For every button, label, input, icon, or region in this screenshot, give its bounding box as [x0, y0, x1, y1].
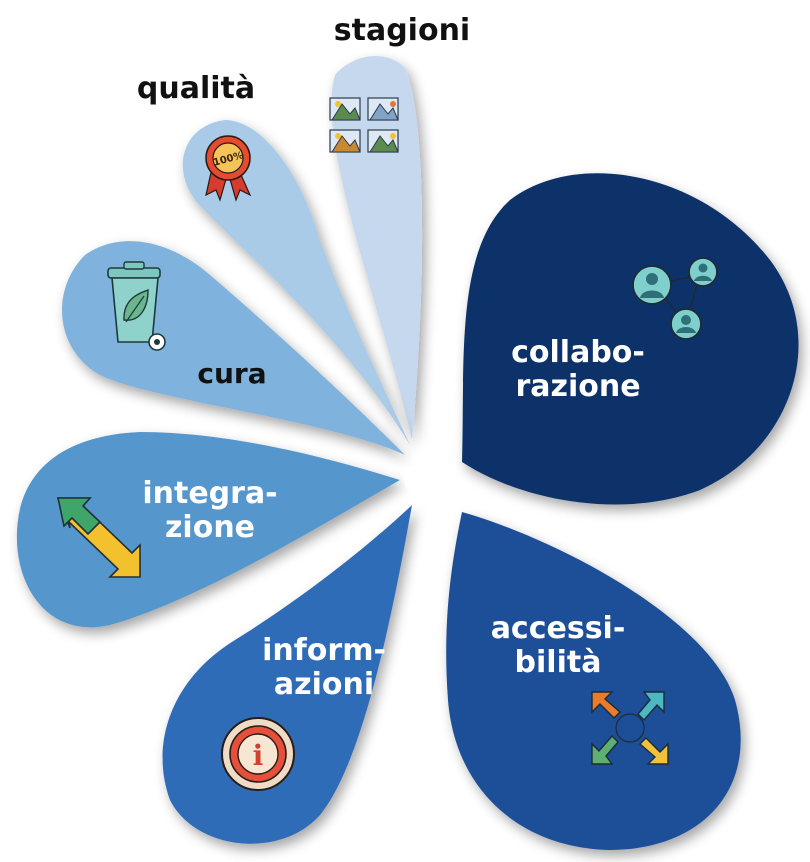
label-cura: cura: [197, 357, 266, 390]
label-qualita: qualità: [137, 71, 255, 106]
center-hub: [404, 464, 436, 496]
label-informazioni-2: azioni: [274, 667, 374, 702]
double-arrow-icon: [56, 497, 141, 578]
petal-accessibilita: [446, 512, 741, 850]
label-integrazione-2: zione: [165, 510, 255, 545]
label-accessibilita-2: bilità: [515, 645, 602, 680]
petal-qualita: [182, 120, 410, 445]
people-network-icon: [632, 257, 718, 340]
label-collaborazione-1: collabo-: [511, 335, 645, 370]
label-informazioni-1: inform-: [262, 633, 386, 668]
label-stagioni: stagioni: [334, 13, 470, 48]
circular-arrows-icon: [591, 691, 669, 765]
quality-rosette-icon: 100%: [205, 135, 252, 202]
petal-collaborazione: [462, 173, 799, 505]
label-collaborazione-2: razione: [515, 369, 640, 404]
label-accessibilita-1: accessi-: [491, 611, 626, 646]
petal-integrazione: [16, 432, 401, 628]
info-icon-letter: i: [253, 739, 264, 772]
info-icon: i: [221, 717, 295, 791]
label-integrazione-1: integra-: [142, 476, 277, 511]
landscape-seasons-icon: [329, 97, 399, 153]
eco-bin-icon: [107, 261, 166, 351]
